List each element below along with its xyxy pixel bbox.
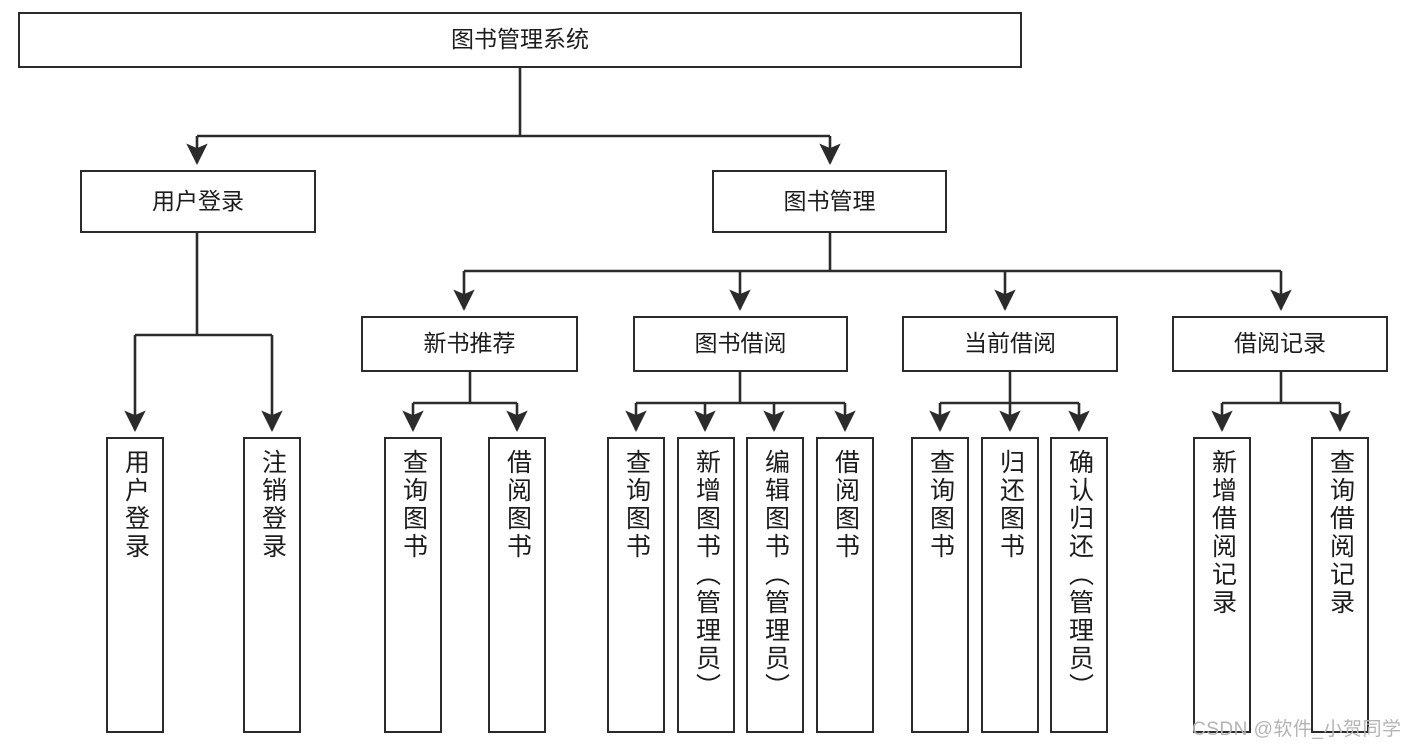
node-leaf-add-record-label: 新增借阅记录 — [1208, 449, 1237, 617]
node-leaf-add-record[interactable]: 新增借阅记录 — [1193, 437, 1251, 733]
node-borrow-record-label: 借阅记录 — [1234, 330, 1326, 357]
node-leaf-logout-login-label: 注销登录 — [258, 449, 287, 561]
node-leaf-add-book[interactable]: 新增图书（管理员） — [677, 437, 735, 733]
node-root-label: 图书管理系统 — [451, 26, 589, 53]
node-borrow-record[interactable]: 借阅记录 — [1172, 316, 1388, 372]
node-user-login-label: 用户登录 — [152, 187, 244, 214]
node-user-login[interactable]: 用户登录 — [80, 170, 316, 233]
node-leaf-user-login-label: 用户登录 — [121, 449, 150, 561]
node-leaf-query-book-1[interactable]: 查询图书 — [384, 437, 442, 733]
node-leaf-user-login[interactable]: 用户登录 — [106, 437, 164, 733]
node-leaf-edit-book-label: 编辑图书（管理员） — [761, 449, 790, 701]
csdn-watermark: CSDN @软件_小贺同学 — [1192, 719, 1402, 740]
node-book-borrow-label: 图书借阅 — [694, 330, 787, 357]
node-current-borrow-label: 当前借阅 — [964, 330, 1056, 357]
node-leaf-borrow-book-1-label: 借阅图书 — [503, 449, 532, 561]
node-leaf-borrow-book-2[interactable]: 借阅图书 — [816, 437, 874, 733]
node-root[interactable]: 图书管理系统 — [18, 12, 1022, 68]
node-book-manage-label: 图书管理 — [783, 187, 876, 214]
node-current-borrow[interactable]: 当前借阅 — [902, 316, 1118, 372]
node-leaf-query-book-2[interactable]: 查询图书 — [607, 437, 665, 733]
node-book-manage[interactable]: 图书管理 — [712, 170, 947, 233]
node-leaf-edit-book[interactable]: 编辑图书（管理员） — [746, 437, 804, 733]
node-leaf-confirm-return[interactable]: 确认归还（管理员） — [1050, 437, 1108, 733]
node-book-borrow[interactable]: 图书借阅 — [633, 316, 848, 372]
node-leaf-query-book-3[interactable]: 查询图书 — [911, 437, 969, 733]
node-leaf-logout-login[interactable]: 注销登录 — [243, 437, 301, 733]
node-leaf-query-record[interactable]: 查询借阅记录 — [1311, 437, 1369, 733]
node-leaf-return-book[interactable]: 归还图书 — [981, 437, 1039, 733]
node-leaf-borrow-book-2-label: 借阅图书 — [831, 449, 860, 561]
node-leaf-query-record-label: 查询借阅记录 — [1326, 449, 1355, 617]
node-leaf-confirm-return-label: 确认归还（管理员） — [1065, 449, 1094, 701]
node-leaf-add-book-label: 新增图书（管理员） — [692, 449, 721, 701]
node-new-book-recommend-label: 新书推荐 — [423, 330, 516, 357]
node-leaf-query-book-1-label: 查询图书 — [399, 449, 428, 561]
node-leaf-query-book-3-label: 查询图书 — [926, 449, 955, 561]
node-leaf-borrow-book-1[interactable]: 借阅图书 — [488, 437, 546, 733]
node-leaf-return-book-label: 归还图书 — [996, 449, 1025, 561]
node-leaf-query-book-2-label: 查询图书 — [622, 449, 651, 561]
node-new-book-recommend[interactable]: 新书推荐 — [361, 316, 578, 372]
